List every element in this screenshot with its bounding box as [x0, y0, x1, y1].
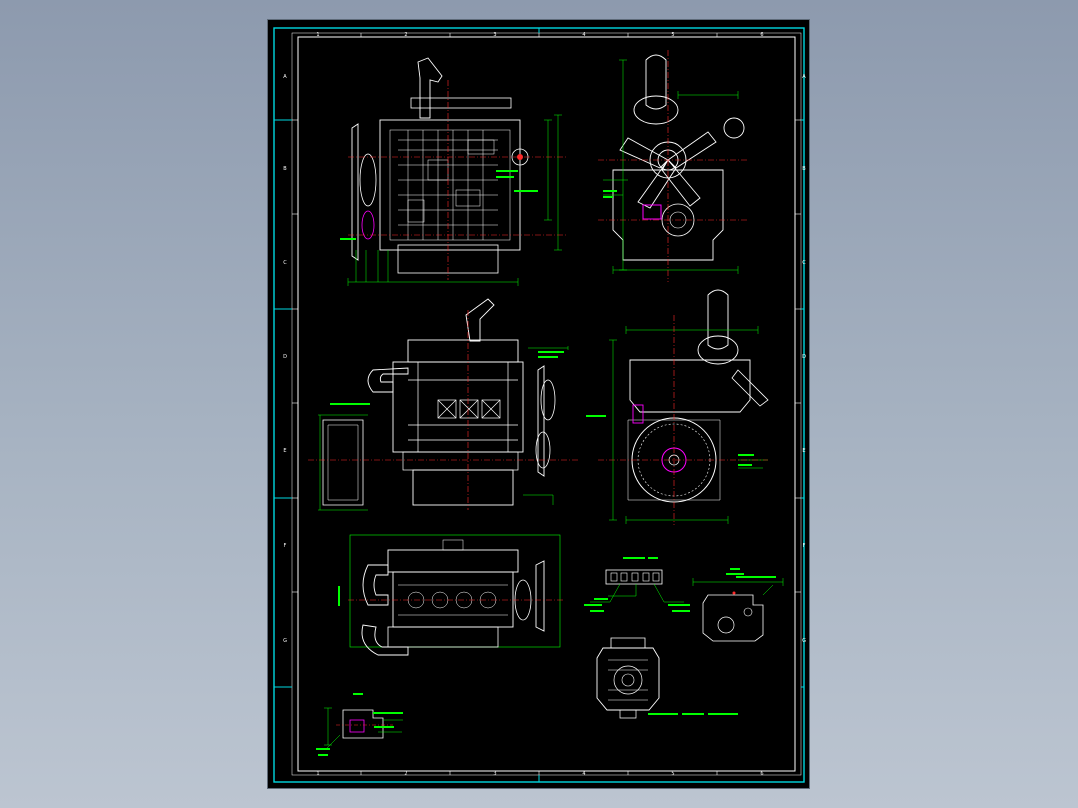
- grid-border: [291, 32, 802, 776]
- row-marker-f: F: [284, 543, 287, 549]
- col-marker-4-bottom: 4: [582, 771, 585, 777]
- row-marker-d-right: D: [802, 354, 806, 360]
- col-marker-5-bottom: 5: [671, 771, 674, 777]
- col-marker-4: 4: [582, 32, 585, 38]
- row-marker-c-right: C: [802, 260, 806, 266]
- col-marker-1: 1: [316, 32, 319, 38]
- col-marker-3-bottom: 3: [493, 771, 496, 777]
- row-marker-a-right: A: [802, 74, 806, 80]
- row-ticks: [292, 119, 801, 593]
- row-marker-b-right: B: [802, 166, 806, 172]
- row-marker-b: B: [283, 166, 287, 172]
- row-marker-c: C: [283, 260, 287, 266]
- filter-mount-detail[interactable]: [316, 693, 403, 756]
- col-marker-3: 3: [493, 32, 496, 38]
- col-marker-2-bottom: 2: [404, 771, 407, 777]
- engine-rear-view[interactable]: [586, 289, 769, 525]
- engine-front-view[interactable]: [598, 50, 748, 282]
- alternator-detail[interactable]: [596, 637, 738, 719]
- frame-ticks: [274, 28, 804, 782]
- row-marker-g-right: G: [802, 638, 806, 644]
- engine-top-view-bottom[interactable]: [338, 534, 563, 656]
- row-marker-e-right: E: [802, 448, 805, 454]
- drawing-canvas[interactable]: 1 2 3 4 5 6 1 2 3 4 5 6 A B C D E F G A …: [268, 20, 811, 790]
- row-marker-e: E: [283, 448, 286, 454]
- cad-viewport[interactable]: 1 2 3 4 5 6 1 2 3 4 5 6 A B C D E F G A …: [267, 19, 810, 789]
- col-marker-1-bottom: 1: [316, 771, 319, 777]
- row-marker-g: G: [283, 638, 287, 644]
- row-marker-a: A: [283, 74, 287, 80]
- col-marker-6: 6: [760, 32, 763, 38]
- engine-side-view-top[interactable]: [340, 57, 568, 286]
- col-marker-2: 2: [404, 32, 407, 38]
- row-marker-f-right: F: [803, 543, 806, 549]
- col-marker-5: 5: [671, 32, 674, 38]
- bracket-detail[interactable]: [692, 568, 784, 642]
- inner-frame: [297, 36, 796, 772]
- col-marker-6-bottom: 6: [760, 771, 763, 777]
- connector-detail[interactable]: [584, 557, 690, 612]
- column-ticks: [360, 33, 718, 775]
- row-marker-d: D: [283, 354, 287, 360]
- engine-side-view-middle[interactable]: [308, 298, 578, 511]
